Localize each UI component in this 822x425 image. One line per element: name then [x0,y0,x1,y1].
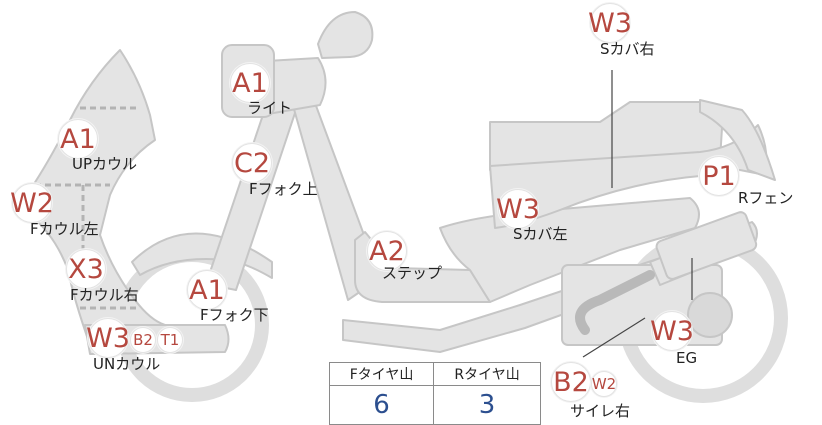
grade-badge-s-cover-right: W3 [588,3,632,43]
grade-badge-r-fender: P1 [699,156,739,196]
grade-badge-un-cowl: W3 [86,318,130,358]
grade-badge-muffler-right-2: W2 [591,371,617,397]
tire-tread-table: Fタイヤ山 Rタイヤ山 6 3 [328,362,541,425]
front-tire-value: 6 [328,385,435,425]
part-label-s-cover-right: Sカバ右 [600,40,655,58]
rear-tire-value: 3 [433,385,541,425]
part-label-up-cowl: UPカウル [72,155,138,173]
grade-badge-muffler-right: B2 [551,362,591,402]
grade-badge-f-cowl-right: X3 [66,249,106,289]
part-label-f-cowl-right: Fカウル右 [70,286,139,304]
part-label-un-cowl: UNカウル [93,355,161,373]
part-label-f-fork-upper: Fフォク上 [249,180,318,198]
grade-badge-light: A1 [230,63,270,103]
grade-badge-f-fork-upper: C2 [232,143,272,183]
grade-badge-engine: W3 [650,311,694,351]
grade-badge-un-cowl-2: B2 [130,327,156,353]
part-label-engine: EG [676,349,698,367]
rear-tire-header: Rタイヤ山 [433,362,541,386]
part-label-f-fork-lower: Fフォク下 [200,306,269,324]
front-tire-header: Fタイヤ山 [328,362,435,386]
part-label-s-cover-left: Sカバ左 [513,225,568,243]
grade-badge-f-cowl-left: W2 [10,183,54,223]
rear-fender [699,99,776,181]
part-label-step: ステップ [382,264,443,282]
drive-belt [575,270,655,335]
muffler-body [655,211,758,280]
part-label-f-cowl-left: Fカウル左 [30,220,99,238]
floor-step [354,231,491,303]
grade-badge-s-cover-left: W3 [496,189,540,229]
grade-badge-f-fork-lower: A1 [187,270,227,310]
grade-badge-step: A2 [367,231,407,271]
leader-muffler [582,317,646,358]
rear-hub [687,292,733,338]
grade-badge-up-cowl: A1 [58,119,98,159]
part-label-r-fender: Rフェン [738,189,794,207]
handlebar [317,11,374,59]
part-label-light: ライト [247,99,293,117]
grade-badge-un-cowl-3: T1 [157,327,183,353]
part-label-muffler-right: サイレ右 [570,402,631,420]
